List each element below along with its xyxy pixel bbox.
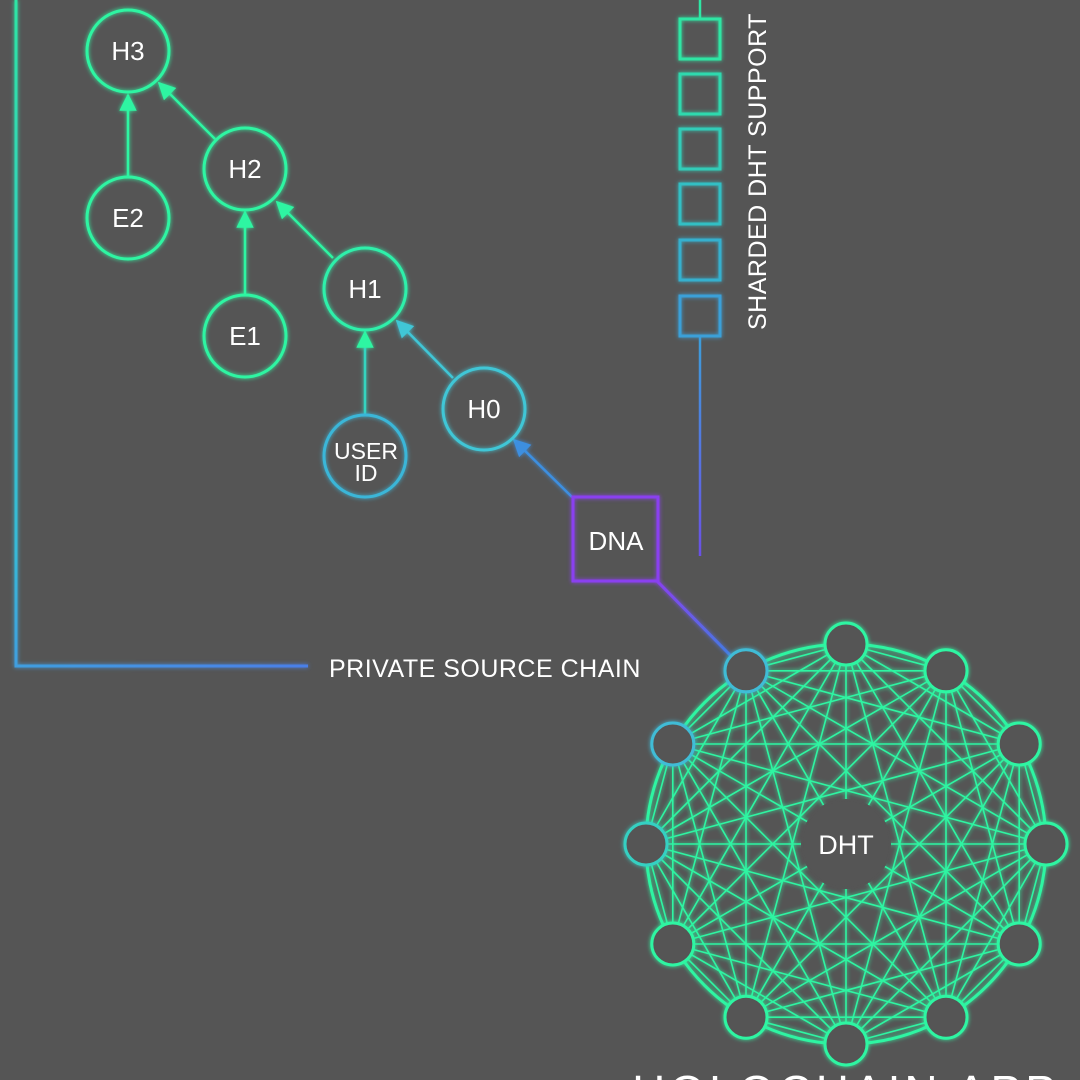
dht-mesh-link: [845, 643, 947, 1018]
dht-mesh-link: [672, 743, 847, 1045]
node-h2: [202, 126, 288, 212]
shard-box: [678, 182, 722, 226]
dht-peer-node: [1023, 821, 1069, 867]
dht-label: DHT: [818, 830, 874, 860]
private-source-chain-frame: [14, 0, 308, 668]
dht-peer-node: [623, 821, 669, 867]
node-h3-label: H3: [111, 36, 144, 66]
dht-mesh-link: [645, 743, 1020, 845]
node-user-id-label-line1: USER: [334, 438, 398, 464]
dht-peer-node: [996, 921, 1042, 967]
node-e2-label: E2: [112, 203, 144, 233]
dht-mesh-link: [645, 670, 747, 845]
arrow-h0-to-h1: [395, 319, 454, 379]
private-source-chain-label: PRIVATE SOURCE CHAIN: [329, 655, 641, 683]
dht-peer-node: [650, 921, 696, 967]
arrow-h2-to-h3: [157, 81, 216, 140]
sharded-dht-support-label: SHARDED DHT SUPPORT: [744, 13, 772, 330]
node-h3: [85, 8, 171, 94]
dht-peer-node: [723, 648, 769, 694]
arrow-dna-to-h0: [512, 438, 573, 498]
dht-peer-node: [923, 648, 969, 694]
node-user-id-label-line2: ID: [355, 460, 378, 486]
dht-peer-node: [823, 621, 869, 667]
dht-peer-node: [723, 994, 769, 1040]
chain-node-labels: H3 H2 E2 H1 E1 H0 USER ID: [111, 36, 500, 486]
dht-peer-node: [823, 1021, 869, 1067]
node-user-id: [322, 413, 408, 499]
shard-boxes: [678, 17, 722, 338]
dna-box: [571, 495, 660, 583]
dht-mesh-link: [672, 943, 847, 1045]
node-e1-label: E1: [229, 321, 261, 351]
node-h1-label: H1: [348, 274, 381, 304]
node-h2-label: H2: [228, 154, 261, 184]
dht-peers: [623, 621, 1069, 1067]
shard-box: [678, 17, 722, 61]
node-h0: [441, 366, 527, 452]
shard-box: [678, 294, 722, 338]
dht-mesh-link: [672, 843, 1047, 945]
dht-mesh-link: [672, 670, 747, 945]
chain-arrows: [119, 81, 573, 498]
dht-mesh-link: [745, 670, 1020, 945]
dht-mesh-link: [672, 743, 747, 1018]
dht-peer-node: [923, 994, 969, 1040]
dht-mesh-link: [845, 670, 947, 1045]
dht-mesh-link: [672, 743, 1047, 845]
dht-peer-node: [996, 721, 1042, 767]
dna-to-dht-link: [654, 578, 733, 658]
dht-mesh-link: [745, 670, 1047, 845]
dht-mesh-link: [645, 843, 747, 1018]
shard-box: [678, 72, 722, 116]
node-e1: [202, 293, 288, 379]
shard-box: [678, 238, 722, 282]
dht-mesh-link: [672, 670, 947, 945]
holochain-app-title: HOLOCHAIN APP: [632, 1066, 1060, 1080]
shard-box: [678, 127, 722, 171]
dht-mesh-link: [745, 670, 847, 1045]
dht-center: [801, 799, 891, 889]
arrow-h1-to-h2: [275, 200, 334, 259]
node-h0-label: H0: [467, 394, 500, 424]
dht-network: DHT: [623, 621, 1069, 1067]
dht-mesh-link: [745, 743, 1020, 1018]
dht-mesh-link: [745, 670, 1020, 745]
dht-mesh-link: [645, 843, 947, 1018]
dht-mesh-link: [745, 643, 847, 1018]
dht-peer-node: [650, 721, 696, 767]
dht-mesh-link: [672, 743, 947, 1018]
node-h1: [322, 246, 408, 332]
dht-mesh-link: [645, 843, 1020, 945]
dna-label: DNA: [589, 526, 645, 556]
node-e2: [85, 175, 171, 261]
chain-nodes: [85, 8, 527, 499]
